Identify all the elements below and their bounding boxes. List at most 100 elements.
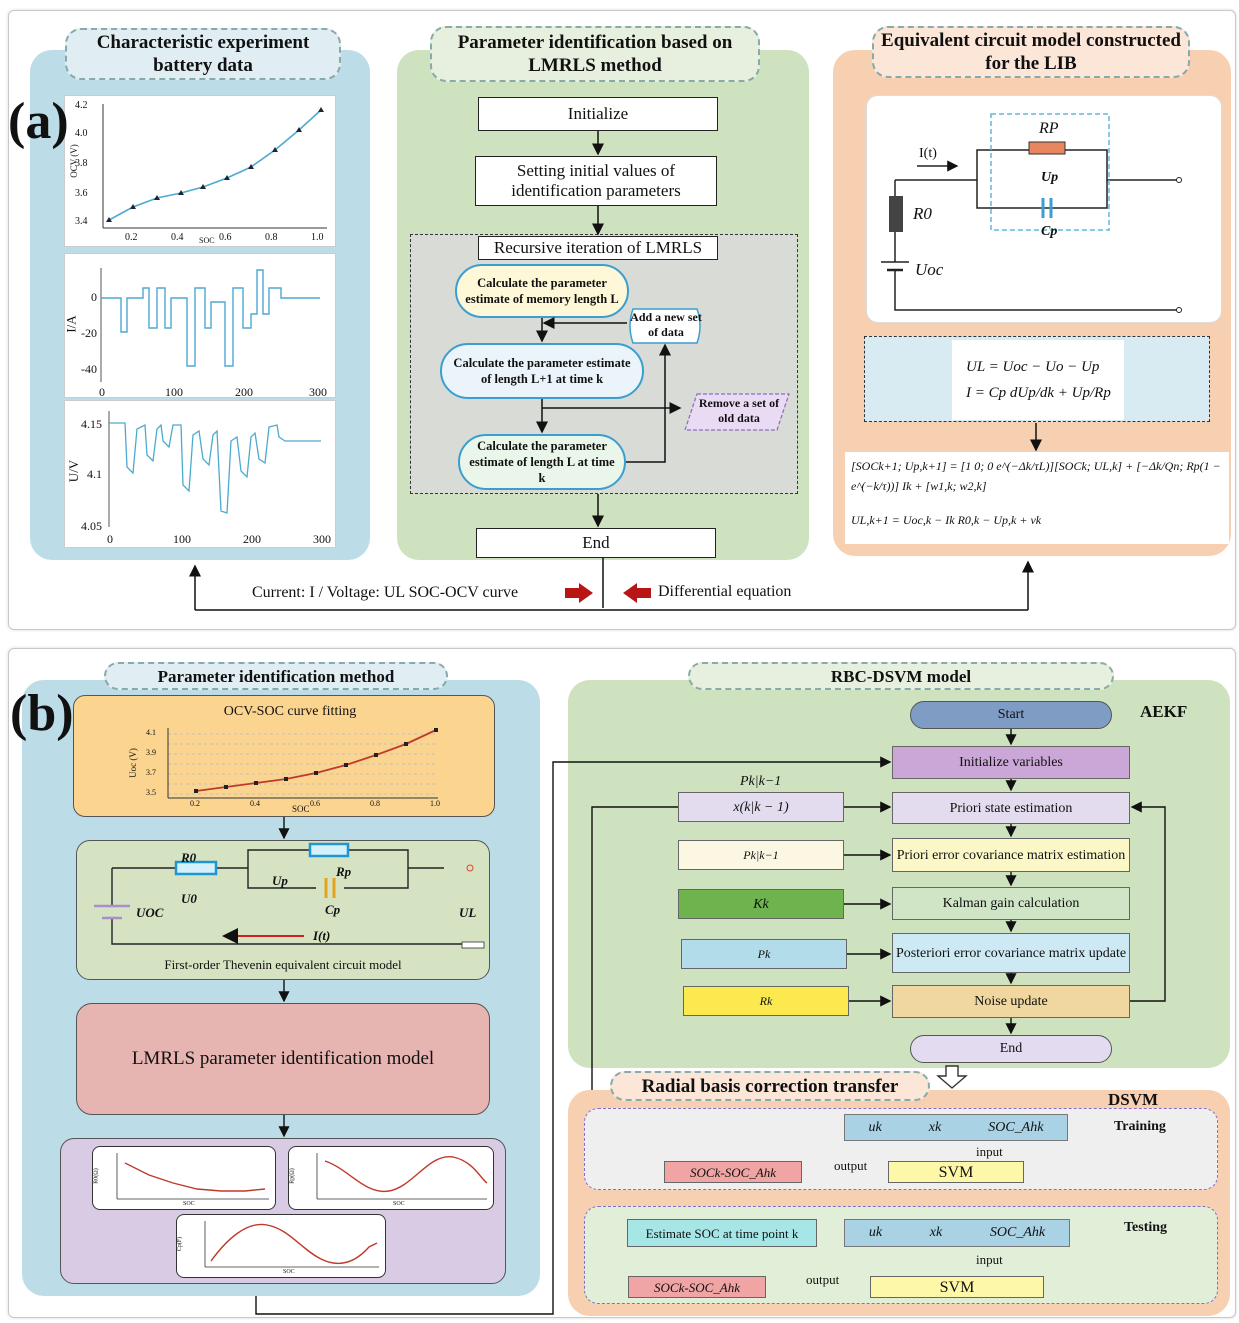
thevenin-card bbox=[76, 840, 490, 980]
ocv-fit-ytick-0: 3.5 bbox=[146, 788, 156, 797]
mini-plot-2: SOC Rp(Ω) bbox=[288, 1146, 494, 1210]
flow-end: End bbox=[476, 528, 716, 558]
ocv-fit-xtick-0: 0.2 bbox=[190, 799, 200, 808]
ocv-xtick-4: 1.0 bbox=[311, 232, 324, 243]
ocv-fit-plot: 4.1 3.9 3.7 3.5 Uoc (V) 0.2 0.4 0.6 0.8 … bbox=[128, 722, 448, 814]
voltage-xtick-3: 300 bbox=[313, 532, 331, 546]
ocv-xtick-2: 0.6 bbox=[219, 232, 232, 243]
ocv-markers bbox=[106, 107, 324, 222]
train-input-label: input bbox=[976, 1144, 1003, 1159]
bottom-right-text: Differential equation bbox=[658, 583, 792, 600]
equation-box-2: [SOCk+1; Up,k+1] = [1 0; 0 e^(−Δk/τL)][S… bbox=[845, 452, 1229, 544]
thevenin-cp: Cp bbox=[325, 902, 341, 917]
thevenin-caption: First-order Thevenin equivalent circuit … bbox=[164, 957, 402, 972]
voltage-ytick-0: 4.15 bbox=[81, 417, 102, 431]
current-plot-svg bbox=[100, 268, 320, 382]
thevenin-up: Up bbox=[272, 873, 288, 888]
ocv-ytick-0: 4.2 bbox=[75, 100, 88, 111]
panel-b-letter: (b) bbox=[10, 685, 74, 742]
circuit-up: Up bbox=[1041, 170, 1059, 185]
test-svm: SVM bbox=[870, 1276, 1044, 1298]
panel-b-left-title: Parameter identification method bbox=[104, 662, 448, 690]
voltage-xtick-1: 100 bbox=[173, 532, 191, 546]
train-soc-diff: SOCk-SOC_Ahk bbox=[664, 1161, 802, 1183]
circuit-uoc: Uoc bbox=[915, 260, 944, 279]
current-xtick-1: 100 bbox=[165, 385, 183, 399]
train-svm: SVM bbox=[888, 1161, 1024, 1183]
state-equation: [SOCk+1; Up,k+1] = [1 0; 0 e^(−Δk/τL)][S… bbox=[851, 459, 1221, 493]
train-input-box: uk xk SOC_Ahk bbox=[844, 1114, 1068, 1141]
step-priori-state: Priori state estimation bbox=[892, 792, 1130, 824]
circuit-r0: R0 bbox=[913, 204, 932, 223]
current-xtick-0: 0 bbox=[99, 385, 105, 399]
circuit-current: I(t) bbox=[919, 146, 937, 161]
step-priori-covariance: Priori error covariance matrix estimatio… bbox=[892, 838, 1130, 872]
test-output-label: output bbox=[806, 1272, 840, 1287]
ocv-fit-card bbox=[73, 695, 495, 817]
input-x: x(k|k − 1) bbox=[678, 792, 844, 822]
test-input-label: input bbox=[976, 1252, 1003, 1267]
rbc-title: Radial basis correction transfer bbox=[610, 1071, 930, 1101]
train-xk: xk bbox=[928, 1119, 942, 1135]
flow-setting: Setting initial values of identification… bbox=[475, 156, 717, 206]
voltage-xtick-0: 0 bbox=[107, 532, 113, 546]
input-k: Kk bbox=[678, 889, 844, 919]
dsvm-label: DSVM bbox=[1108, 1090, 1159, 1109]
ocv-xtick-3: 0.8 bbox=[265, 232, 278, 243]
lmrls-model-box: LMRLS parameter identification model bbox=[76, 1003, 490, 1115]
test-xk: xk bbox=[929, 1225, 943, 1240]
mini-plot-2-xlabel: SOC bbox=[393, 1201, 405, 1207]
equation-1: UL = Uoc − Uo − Up bbox=[966, 359, 1100, 375]
flow-initialize: Initialize bbox=[478, 97, 718, 131]
circuit-svg bbox=[881, 113, 1182, 313]
eq-arrow bbox=[1030, 423, 1042, 452]
current-ytick-1: -20 bbox=[81, 326, 97, 340]
ocv-fit-ytick-top: 4.1 bbox=[146, 728, 156, 737]
flow-calc-2: Calculate the parameter estimate of leng… bbox=[440, 343, 644, 399]
ocv-fit-svg bbox=[167, 728, 438, 799]
ocv-ytick-1: 4.0 bbox=[75, 128, 88, 139]
mini-plot-1-curve bbox=[124, 1162, 266, 1192]
training-label: Training bbox=[1114, 1119, 1166, 1134]
panel-a-letter: (a) bbox=[8, 93, 69, 150]
current-xtick-3: 300 bbox=[309, 385, 327, 399]
step-kalman-gain: Kalman gain calculation bbox=[892, 887, 1130, 920]
flow-calc-1: Calculate the parameter estimate of memo… bbox=[455, 264, 629, 318]
panel-b-right-title: RBC-DSVM model bbox=[688, 662, 1114, 690]
flow-add: Add a new set of data bbox=[627, 307, 705, 345]
test-input-box: uk xk SOC_Ahk bbox=[844, 1219, 1070, 1247]
voltage-plot-svg bbox=[108, 411, 321, 527]
mini-plot-3-curve bbox=[210, 1223, 378, 1265]
output-equation: UL,k+1 = Uoc,k − Ik R0,k − Up,k + vk bbox=[851, 513, 1042, 527]
ocv-fit-ytick-4: 3.9 bbox=[146, 748, 156, 757]
step-posteriori: Posteriori error covariance matrix updat… bbox=[892, 933, 1130, 973]
ocv-fit-title: OCV-SOC curve fitting bbox=[223, 704, 357, 719]
current-curve bbox=[101, 269, 320, 367]
thevenin-uoc: UOC bbox=[136, 905, 164, 920]
panel-a-flow-arrows bbox=[189, 131, 1034, 611]
estimate-box: Estimate SOC at time point k bbox=[627, 1219, 817, 1247]
ocv-fit-xtick-3: 0.8 bbox=[370, 799, 380, 808]
test-soc-ah: SOC_Ahk bbox=[989, 1225, 1046, 1240]
ocv-ytick-2: 3.8 bbox=[75, 158, 88, 169]
ocv-xtick-1: 0.4 bbox=[171, 232, 184, 243]
flow-recursive-title: Recursive iteration of LMRLS bbox=[478, 236, 718, 260]
bottom-left-text: Current: I / Voltage: UL SOC-OCV curve bbox=[252, 584, 519, 601]
ocv-fit-xtick-2: 0.6 bbox=[310, 799, 320, 808]
current-xtick-2: 200 bbox=[235, 385, 253, 399]
rp-resistor bbox=[1028, 141, 1066, 155]
train-uk: uk bbox=[868, 1119, 882, 1135]
mini-plot-2-curve bbox=[324, 1156, 488, 1192]
ocv-fit-xlabel: SOC bbox=[292, 804, 310, 814]
panel-a-right-title: Equivalent circuit model constructed for… bbox=[872, 26, 1190, 78]
step-noise-update: Noise update bbox=[892, 985, 1130, 1018]
mini-plot-1: SOC R0(Ω) bbox=[92, 1146, 276, 1210]
mini-plot-3-xlabel: SOC bbox=[283, 1269, 295, 1275]
thevenin-it: I(t) bbox=[313, 928, 331, 943]
ocv-ytick-4: 3.4 bbox=[75, 216, 88, 227]
step-initialize: Initialize variables bbox=[892, 746, 1130, 779]
testing-label: Testing bbox=[1124, 1220, 1168, 1235]
thevenin-ul: UL bbox=[459, 905, 477, 920]
circuit-rp: RP bbox=[1039, 120, 1059, 137]
flow-end-b: End bbox=[910, 1035, 1112, 1063]
